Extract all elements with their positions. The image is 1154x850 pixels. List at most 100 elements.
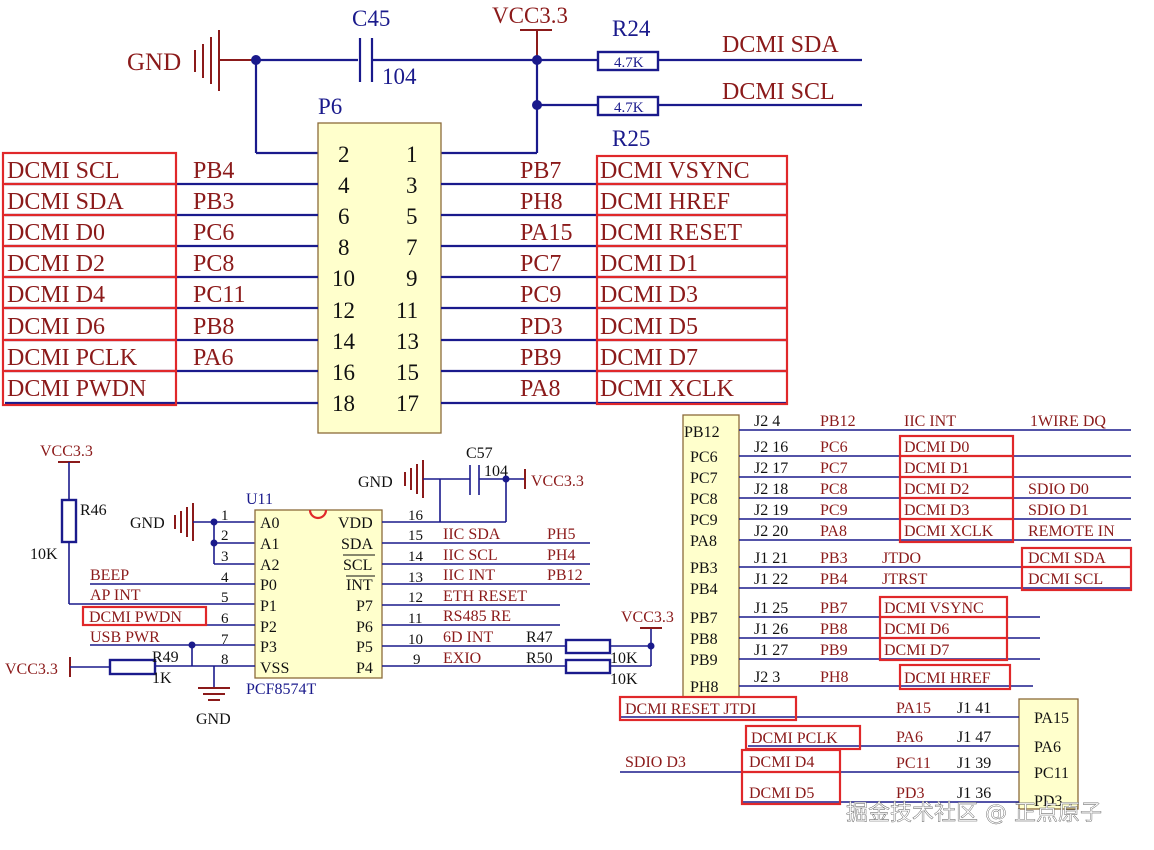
mcu-pin-map: PB12 PC6 PC7 PC8 PC9 PA8 PB3 PB4 PB7 PB8… xyxy=(618,413,1133,810)
mcu-dcmi-i2c-highlight xyxy=(1020,546,1133,592)
mcu-dcmi: DCMI SDA xyxy=(1028,550,1106,567)
p6-pin-3: 3 xyxy=(406,173,418,198)
mcu-lower-pins-box xyxy=(1018,698,1079,810)
u11-right-port: PH5 xyxy=(547,526,575,543)
p6-left-signal: DCMI PCLK xyxy=(7,345,138,371)
u11-pin-name: INT xyxy=(346,577,373,594)
mcu-conn: J2 20 xyxy=(754,523,788,540)
mcu-port: PD3 xyxy=(896,785,924,802)
watermark: 掘金技术社区 @ 正点原子 xyxy=(846,801,1102,826)
p6-right-signal: DCMI D7 xyxy=(600,345,698,371)
u11-left-net: USB PWR xyxy=(90,629,160,646)
mcu-dcmi-d4d5-highlight xyxy=(740,748,842,806)
mcu-conn: J1 22 xyxy=(754,571,788,588)
r47-vcc-label: VCC3.3 xyxy=(621,609,674,626)
c45-label: C45 xyxy=(352,6,390,31)
p6-pin-7: 7 xyxy=(406,235,418,260)
gnd-symbol-top xyxy=(194,30,256,91)
p6-pin-10: 10 xyxy=(332,266,355,291)
c57-value: 104 xyxy=(484,463,508,480)
mcu-net: SDIO D0 xyxy=(1028,481,1089,498)
u11-part: PCF8574T xyxy=(246,681,316,698)
mcu-dcmi: DCMI D3 xyxy=(904,502,969,519)
mcu-port: PA15 xyxy=(896,700,931,717)
mcu-pin: PB12 xyxy=(684,424,720,441)
mcu-conn: J2 16 xyxy=(754,439,788,456)
u11-pin-name: P3 xyxy=(260,639,277,656)
mcu-conn: J1 21 xyxy=(754,550,788,567)
mcu-pin: PD3 xyxy=(1034,793,1062,810)
c57-vcc-label: VCC3.3 xyxy=(531,473,584,490)
mcu-dcmi: DCMI D6 xyxy=(884,621,949,638)
p6-pin-2: 2 xyxy=(338,142,350,167)
p6-pin-5: 5 xyxy=(406,204,418,229)
top-power-section: GND C45 104 VCC3.3 R24 4.7K xyxy=(127,3,862,155)
resistor-r49 xyxy=(108,658,157,676)
p6-right-highlight xyxy=(595,154,789,406)
u11-pin-num: 5 xyxy=(221,590,229,606)
mcu-port: PB3 xyxy=(820,550,848,567)
mcu-net: REMOTE IN xyxy=(1028,523,1115,540)
p6-right-port: PA8 xyxy=(520,376,560,402)
u11-notch xyxy=(308,509,328,520)
mcu-dcmi-data-highlight xyxy=(898,434,1015,544)
p6-right-signal: DCMI D5 xyxy=(600,314,698,340)
resistor-r47 xyxy=(564,638,612,655)
mcu-conn: J1 47 xyxy=(957,729,991,746)
mcu-dcmi: DCMI HREF xyxy=(904,670,991,687)
p6-connector: P6 2 4 6 8 10 12 14 16 18 1 3 5 7 9 11 1… xyxy=(1,94,789,434)
u11-pin-name: SDA xyxy=(341,536,373,553)
p6-left-port: PC6 xyxy=(193,220,234,246)
mcu-conn: J2 3 xyxy=(754,669,780,686)
mcu-port: PC6 xyxy=(820,439,848,456)
mcu-pin: PB7 xyxy=(690,610,718,627)
r49-value: 1K xyxy=(152,670,172,687)
u11-pin-num: 11 xyxy=(408,611,422,627)
mcu-dcmi: DCMI D5 xyxy=(749,785,814,802)
p6-pin-17: 17 xyxy=(396,391,419,416)
p6-right-port: PC9 xyxy=(520,282,561,308)
mcu-pin: PB8 xyxy=(690,631,718,648)
gnd-symbol-bottom xyxy=(198,687,230,701)
u11-left-net: DCMI PWDN xyxy=(89,609,182,626)
mcu-dcmi: DCMI XCLK xyxy=(904,523,994,540)
p6-right-port: PA15 xyxy=(520,220,572,246)
mcu-dcmi: DCMI RESET JTDI xyxy=(625,701,756,718)
resistor-r46 xyxy=(60,498,78,544)
mcu-conn: J1 27 xyxy=(754,642,788,659)
u11-pin-name: P6 xyxy=(356,619,373,636)
p6-right-signal: DCMI HREF xyxy=(600,189,730,215)
u11-pin-num: 10 xyxy=(408,632,423,648)
u11-title: U11 xyxy=(246,491,273,508)
gnd-symbol-c57 xyxy=(404,460,424,498)
p6-left-port: PC8 xyxy=(193,251,234,277)
r47-label: R47 xyxy=(526,629,553,646)
mcu-port: PC11 xyxy=(896,755,931,772)
u11-right-net: IIC SDA xyxy=(443,526,501,543)
p6-right-port: PH8 xyxy=(520,189,563,215)
u11-pin-name: A0 xyxy=(260,515,280,532)
mcu-pin: PB9 xyxy=(690,652,718,669)
p6-pin-11: 11 xyxy=(396,298,418,323)
mcu-dcmi: DCMI D0 xyxy=(904,439,969,456)
mcu-port: PB7 xyxy=(820,600,848,617)
r50-label: R50 xyxy=(526,650,553,667)
p6-pin-1: 1 xyxy=(406,142,418,167)
mcu-conn: J1 36 xyxy=(957,785,991,802)
u11-pin-num: 1 xyxy=(221,508,229,524)
u11-pin-name: P1 xyxy=(260,598,277,615)
u11-pin-name: A1 xyxy=(260,536,280,553)
vcc-label-top: VCC3.3 xyxy=(492,3,568,28)
p6-left-signal: DCMI D0 xyxy=(7,220,105,246)
u11-pin-name: VDD xyxy=(338,515,373,532)
r47-value: 10K xyxy=(610,650,638,667)
c57-label: C57 xyxy=(466,445,493,462)
r50-value: 10K xyxy=(610,671,638,688)
mcu-pin: PB3 xyxy=(690,560,718,577)
mcu-pin: PC9 xyxy=(690,512,718,529)
mcu-dcmi: DCMI D7 xyxy=(884,642,949,659)
mcu-conn: J2 4 xyxy=(754,413,780,430)
r49-vcc-label: VCC3.3 xyxy=(5,661,58,678)
u11-pin-num: 9 xyxy=(413,652,421,668)
mcu-pin: PC7 xyxy=(690,470,718,487)
